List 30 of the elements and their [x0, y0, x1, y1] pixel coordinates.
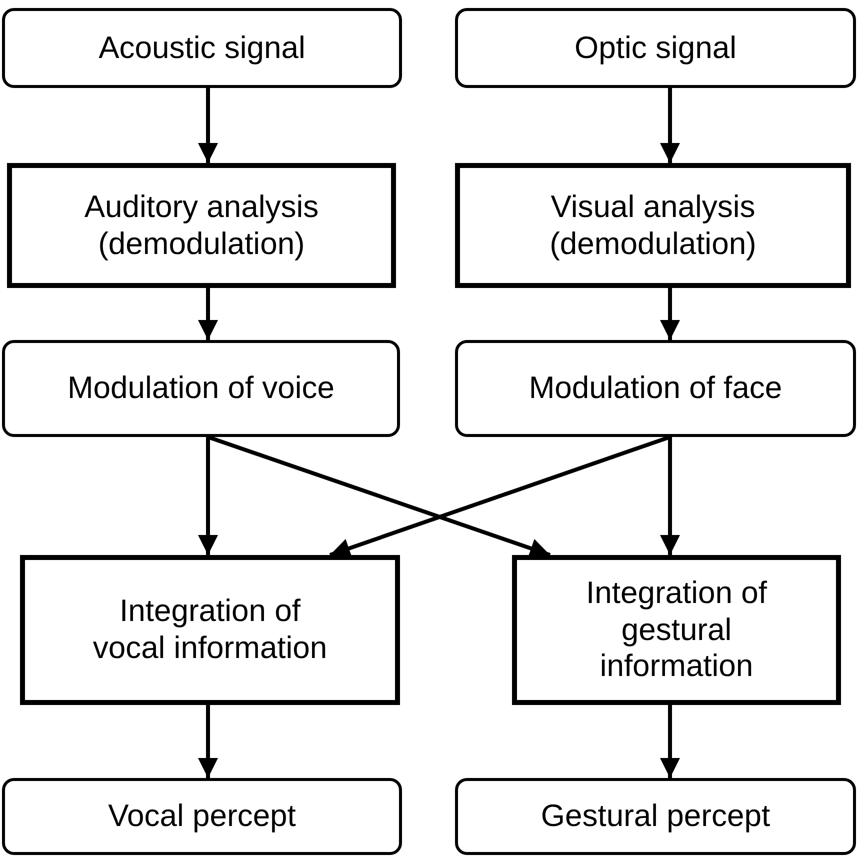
process-box [7, 163, 396, 288]
rounded-box [2, 778, 402, 855]
box-label: Integration of gestural information [585, 575, 768, 685]
rounded-box [2, 340, 400, 437]
process-box [512, 555, 841, 705]
process-box [455, 163, 851, 288]
arrow [207, 435, 551, 558]
process-box [20, 555, 400, 705]
arrow [660, 437, 680, 555]
box-label: Modulation of face [528, 370, 782, 407]
box-label: Acoustic signal [98, 30, 306, 66]
arrow [660, 705, 680, 778]
box-label: Optic signal [574, 30, 736, 66]
arrow [198, 288, 218, 340]
arrow [198, 437, 218, 555]
arrow [329, 435, 671, 558]
rounded-box [2, 8, 402, 88]
box-label: Gestural percept [540, 798, 770, 835]
rounded-box [455, 340, 856, 437]
rounded-box [455, 8, 856, 88]
rounded-box [455, 778, 856, 855]
box-label: Integration of vocal information [92, 593, 328, 667]
box-label: Auditory analysis (demodulation) [83, 188, 320, 262]
arrow [660, 288, 680, 340]
box-label: Modulation of voice [67, 370, 335, 407]
arrow [660, 88, 680, 163]
arrow [198, 705, 218, 778]
box-label: Visual analysis (demodulation) [548, 188, 758, 262]
arrow [198, 88, 218, 163]
box-label: Vocal percept [108, 798, 296, 835]
